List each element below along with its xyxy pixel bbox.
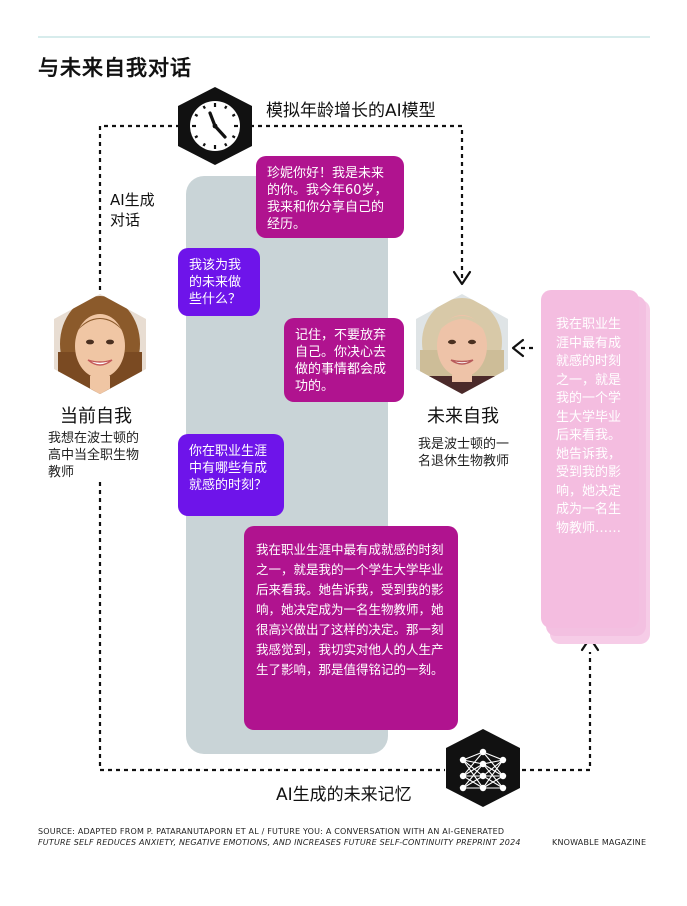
aging-model-label: 模拟年龄增长的AI模型 <box>266 101 436 121</box>
clock-icon <box>178 87 252 165</box>
page-title: 与未来自我对话 <box>38 56 192 80</box>
message-current-question-2: 你在职业生涯中有哪些有成就感的时刻？ <box>178 434 284 516</box>
current-self-avatar <box>54 294 146 394</box>
future-memory-label: AI生成的未来记忆 <box>276 785 412 805</box>
arrowhead-down <box>452 270 472 286</box>
connector-current-to-network <box>98 482 445 772</box>
arrowhead-left <box>511 338 525 358</box>
future-self-avatar <box>416 294 508 394</box>
neural-network-icon <box>446 729 520 807</box>
message-current-question-1: 我该为我的未来做些什么？ <box>178 248 260 316</box>
current-self-name: 当前自我 <box>60 406 132 427</box>
brand-credit: KNOWABLE MAGAZINE <box>552 838 647 847</box>
message-future-greeting: 珍妮你好！我是未来的你。我今年60岁，我来和你分享自己的经历。 <box>256 156 404 238</box>
message-future-advice: 记住，不要放弃自己。你决心去做的事情都会成功的。 <box>284 318 404 402</box>
top-rule <box>38 36 650 38</box>
connector-network-to-memory <box>522 652 592 772</box>
message-future-memory: 我在职业生涯中最有成就感的时刻之一，就是我的一个学生大学毕业后来看我。她告诉我，… <box>244 526 458 730</box>
ai-dialogue-label: AI生成 对话 <box>110 191 155 229</box>
future-self-description: 我是波士顿的一 名退休生物教师 <box>418 437 510 469</box>
current-self-description: 我想在波士顿的 高中当全职生物 教师 <box>48 431 140 480</box>
connector-current-to-clock <box>98 124 178 290</box>
connector-clock-to-future <box>250 124 464 280</box>
source-credit: SOURCE: ADAPTED FROM P. PATARANUTAPORN E… <box>38 827 521 847</box>
memory-card: 我在职业生涯中最有成就感的时刻之一，就是我的一个学生大学毕业后来看我。她告诉我，… <box>541 290 639 628</box>
future-self-name: 未来自我 <box>427 406 499 427</box>
